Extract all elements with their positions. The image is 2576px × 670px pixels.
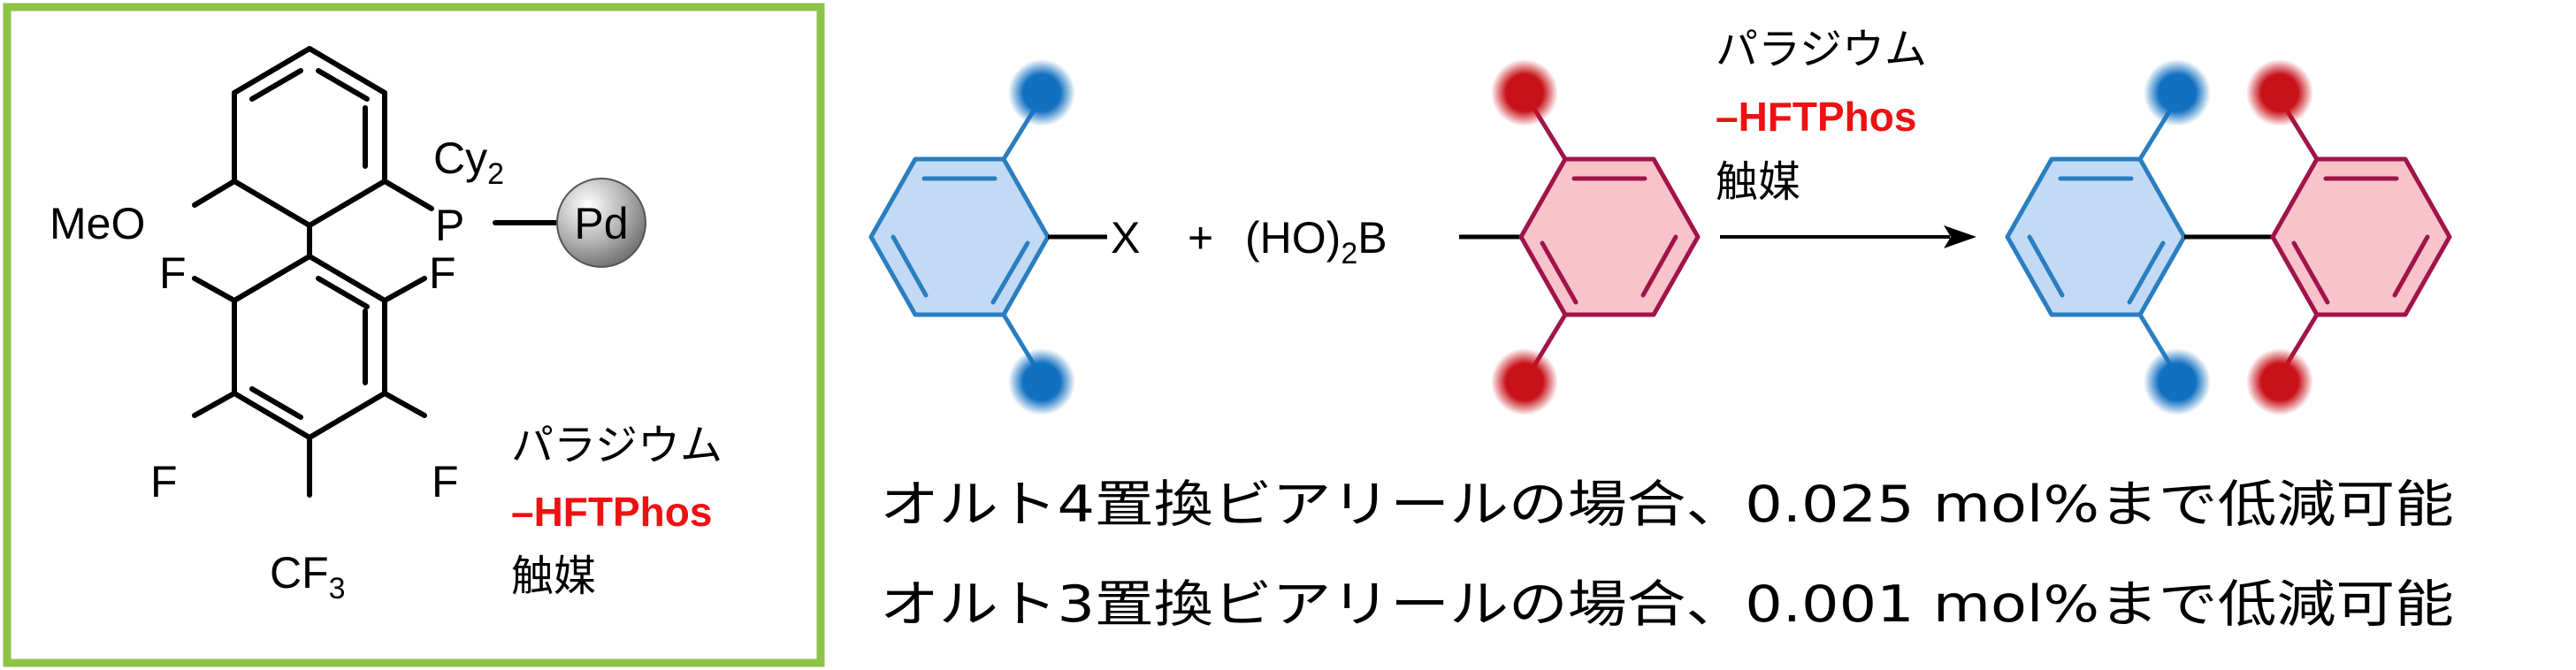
trifluoromethyl-label: CF3	[270, 548, 346, 605]
red-ortho-substituent-top	[1491, 59, 1558, 126]
bottom-benzene-ring	[232, 254, 387, 440]
product-red-substituent-bottom	[2246, 348, 2313, 415]
fluorine-label-bottom-right: F	[432, 457, 459, 506]
palladium-label: Pd	[574, 199, 628, 248]
result-line-tri-ortho: オルト3置換ビアリールの場合、0.001 mol%まで低減可能	[880, 575, 2454, 634]
phosphorus-label: P	[435, 201, 464, 250]
result-line-tetra-ortho: オルト4置換ビアリールの場合、0.025 mol%まで低減可能	[880, 476, 2454, 534]
aryl-halide-reactant: X	[868, 59, 1140, 415]
product-blue-substituent-top	[2144, 59, 2211, 126]
product-blue-ring	[2005, 156, 2187, 317]
boronic-acid-reactant: (HO)2B	[1245, 59, 1701, 415]
boronic-acid-label: (HO)2B	[1245, 213, 1387, 270]
catalyst-box-border	[3, 3, 825, 667]
catalyst-structure: MeO P Cy2 Pd F F F F CF3 パラジウム –HFTPhos …	[3, 3, 825, 667]
catalyst-name-line2: –HFTPhos	[511, 489, 712, 535]
methoxy-label: MeO	[50, 199, 145, 248]
arrow-catalyst-line3: 触媒	[1716, 157, 1800, 207]
blue-ortho-substituent-top	[1008, 59, 1075, 126]
catalyst-name-line3: 触媒	[511, 552, 596, 601]
product-red-substituent-top	[2246, 59, 2313, 126]
catalyst-bonds	[192, 179, 558, 498]
product-red-ring	[2270, 156, 2452, 317]
palladium-sphere	[556, 178, 646, 268]
blue-benzene-ring	[868, 156, 1051, 317]
fluorine-label-top-right: F	[429, 248, 456, 298]
plus-sign: +	[1188, 213, 1213, 263]
reaction-arrow-group: パラジウム –HFTPhos 触媒	[1716, 25, 1976, 248]
fluorine-label-bottom-left: F	[150, 457, 178, 506]
arrow-catalyst-line2: –HFTPhos	[1716, 94, 1916, 140]
fluorine-label-top-left: F	[159, 248, 187, 298]
halide-x-label: X	[1111, 213, 1140, 263]
product-blue-substituent-bottom	[2144, 348, 2211, 415]
catalyst-name-line1: パラジウム	[511, 421, 722, 470]
blue-ortho-substituent-bottom	[1008, 348, 1075, 415]
arrow-head	[1944, 225, 1976, 248]
red-ortho-substituent-bottom	[1491, 348, 1558, 415]
arrow-catalyst-line1: パラジウム	[1716, 25, 1927, 74]
cyclohexyl-label: Cy2	[433, 133, 504, 191]
red-benzene-ring	[1518, 156, 1701, 317]
biaryl-product	[2005, 59, 2452, 415]
top-benzene-ring	[232, 46, 387, 228]
